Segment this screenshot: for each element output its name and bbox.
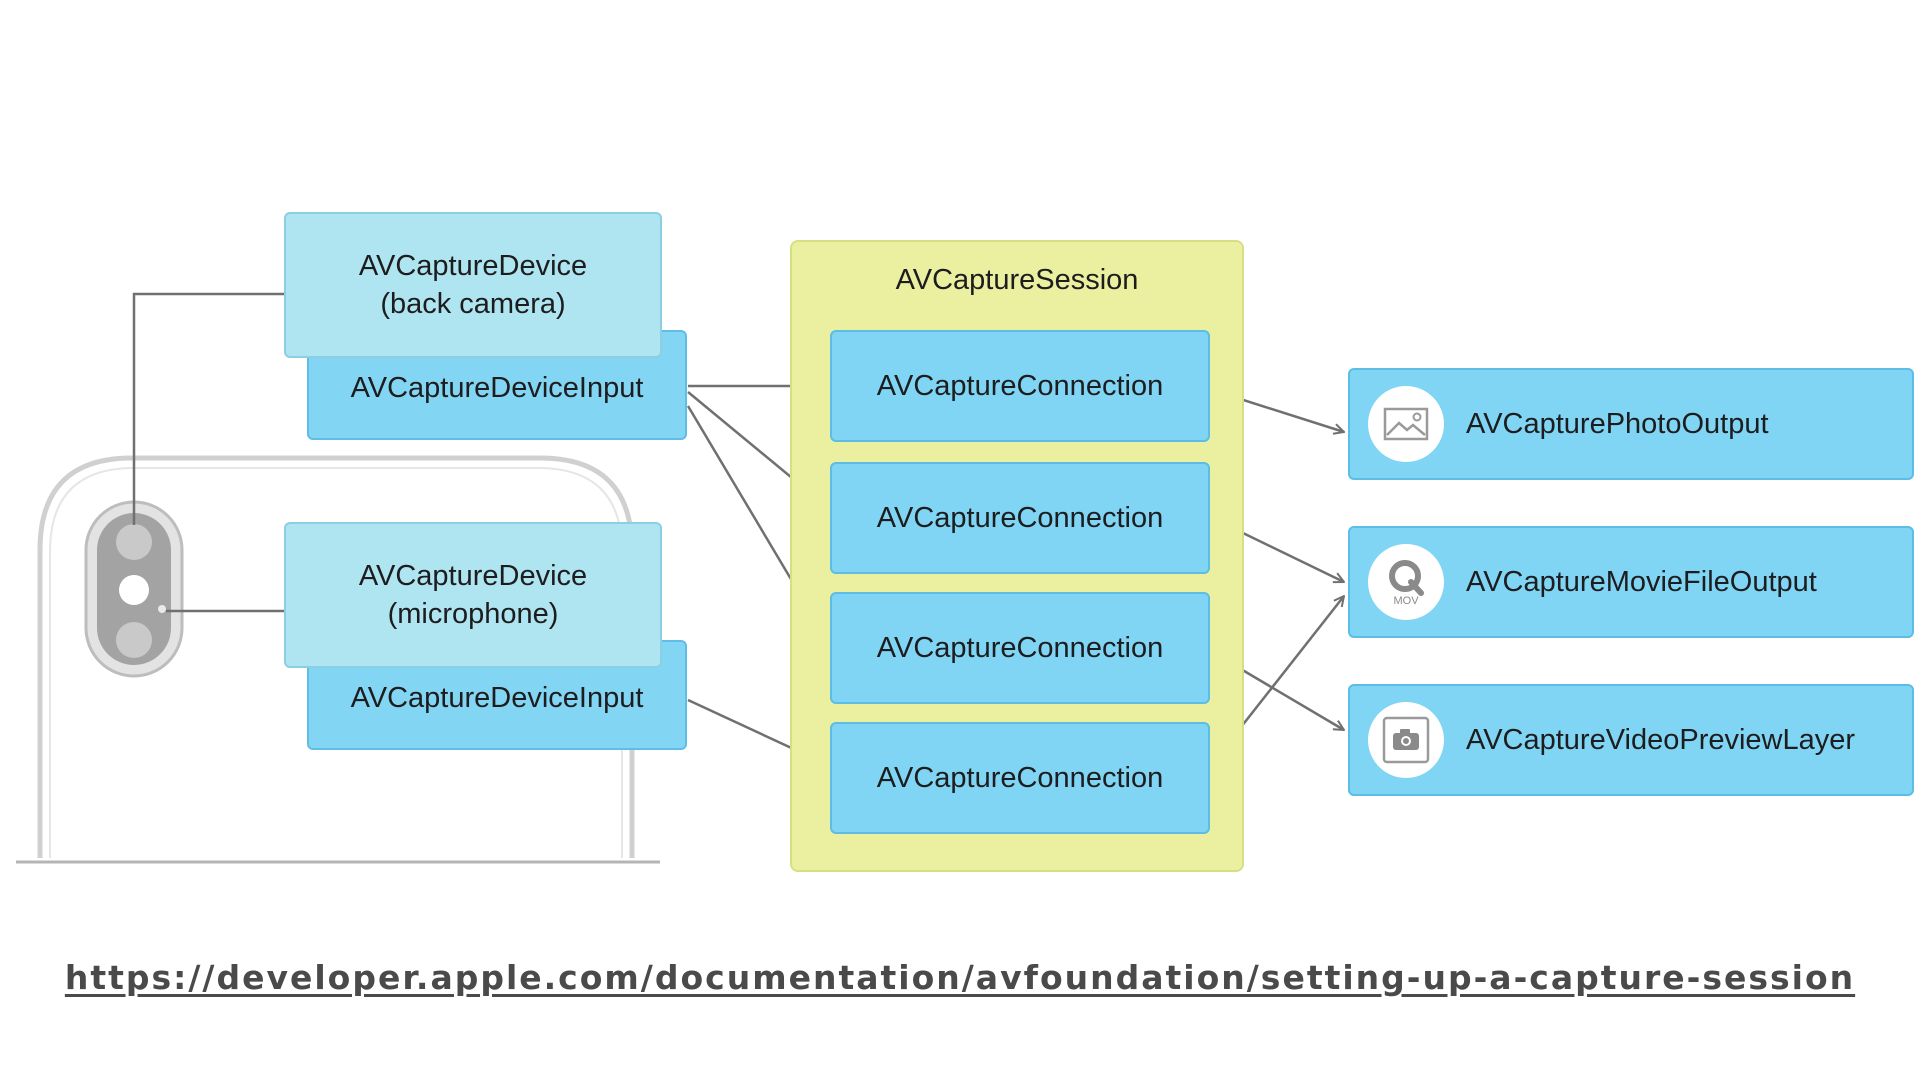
output-label: AVCaptureMovieFileOutput xyxy=(1466,565,1817,598)
connection-4: AVCaptureConnection xyxy=(830,722,1210,834)
output-label: AVCaptureVideoPreviewLayer xyxy=(1466,723,1856,756)
phone-outline xyxy=(16,455,660,864)
quicktime-mov-icon: MOV xyxy=(1368,544,1444,620)
device-name: AVCaptureDevice xyxy=(358,250,588,282)
source-link-row: https://developer.apple.com/documentatio… xyxy=(0,958,1920,997)
photo-icon xyxy=(1368,386,1444,462)
output-movie-file: MOV AVCaptureMovieFileOutput xyxy=(1348,526,1914,638)
device-type: (back camera) xyxy=(380,288,566,320)
output-label: AVCapturePhotoOutput xyxy=(1466,407,1769,440)
lens-icon xyxy=(116,622,152,658)
connection-label: AVCaptureConnection xyxy=(876,632,1164,664)
device-type: (microphone) xyxy=(387,598,559,630)
device-name: AVCaptureDevice xyxy=(358,560,588,592)
flash-icon xyxy=(119,575,149,605)
connection-2: AVCaptureConnection xyxy=(830,462,1210,574)
device-microphone: AVCaptureDevice (microphone) xyxy=(284,522,662,668)
microphone-hole-icon xyxy=(158,605,166,613)
connection-1: AVCaptureConnection xyxy=(830,330,1210,442)
camera-icon xyxy=(1368,702,1444,778)
connection-label: AVCaptureConnection xyxy=(876,762,1164,794)
camera-module xyxy=(84,500,184,678)
lens-icon xyxy=(116,524,152,560)
connection-label: AVCaptureConnection xyxy=(876,502,1164,534)
device-input-label: AVCaptureDeviceInput xyxy=(350,682,644,714)
output-video-preview-layer: AVCaptureVideoPreviewLayer xyxy=(1348,684,1914,796)
connection-3: AVCaptureConnection xyxy=(830,592,1210,704)
icon-caption: MOV xyxy=(1393,594,1419,607)
output-photo: AVCapturePhotoOutput xyxy=(1348,368,1914,480)
source-link[interactable]: https://developer.apple.com/documentatio… xyxy=(64,958,1856,997)
device-connectors xyxy=(132,292,285,613)
device-back-camera: AVCaptureDevice (back camera) xyxy=(284,212,662,358)
connection-label: AVCaptureConnection xyxy=(876,370,1164,402)
device-input-label: AVCaptureDeviceInput xyxy=(350,372,644,404)
session-title: AVCaptureSession xyxy=(895,264,1139,296)
